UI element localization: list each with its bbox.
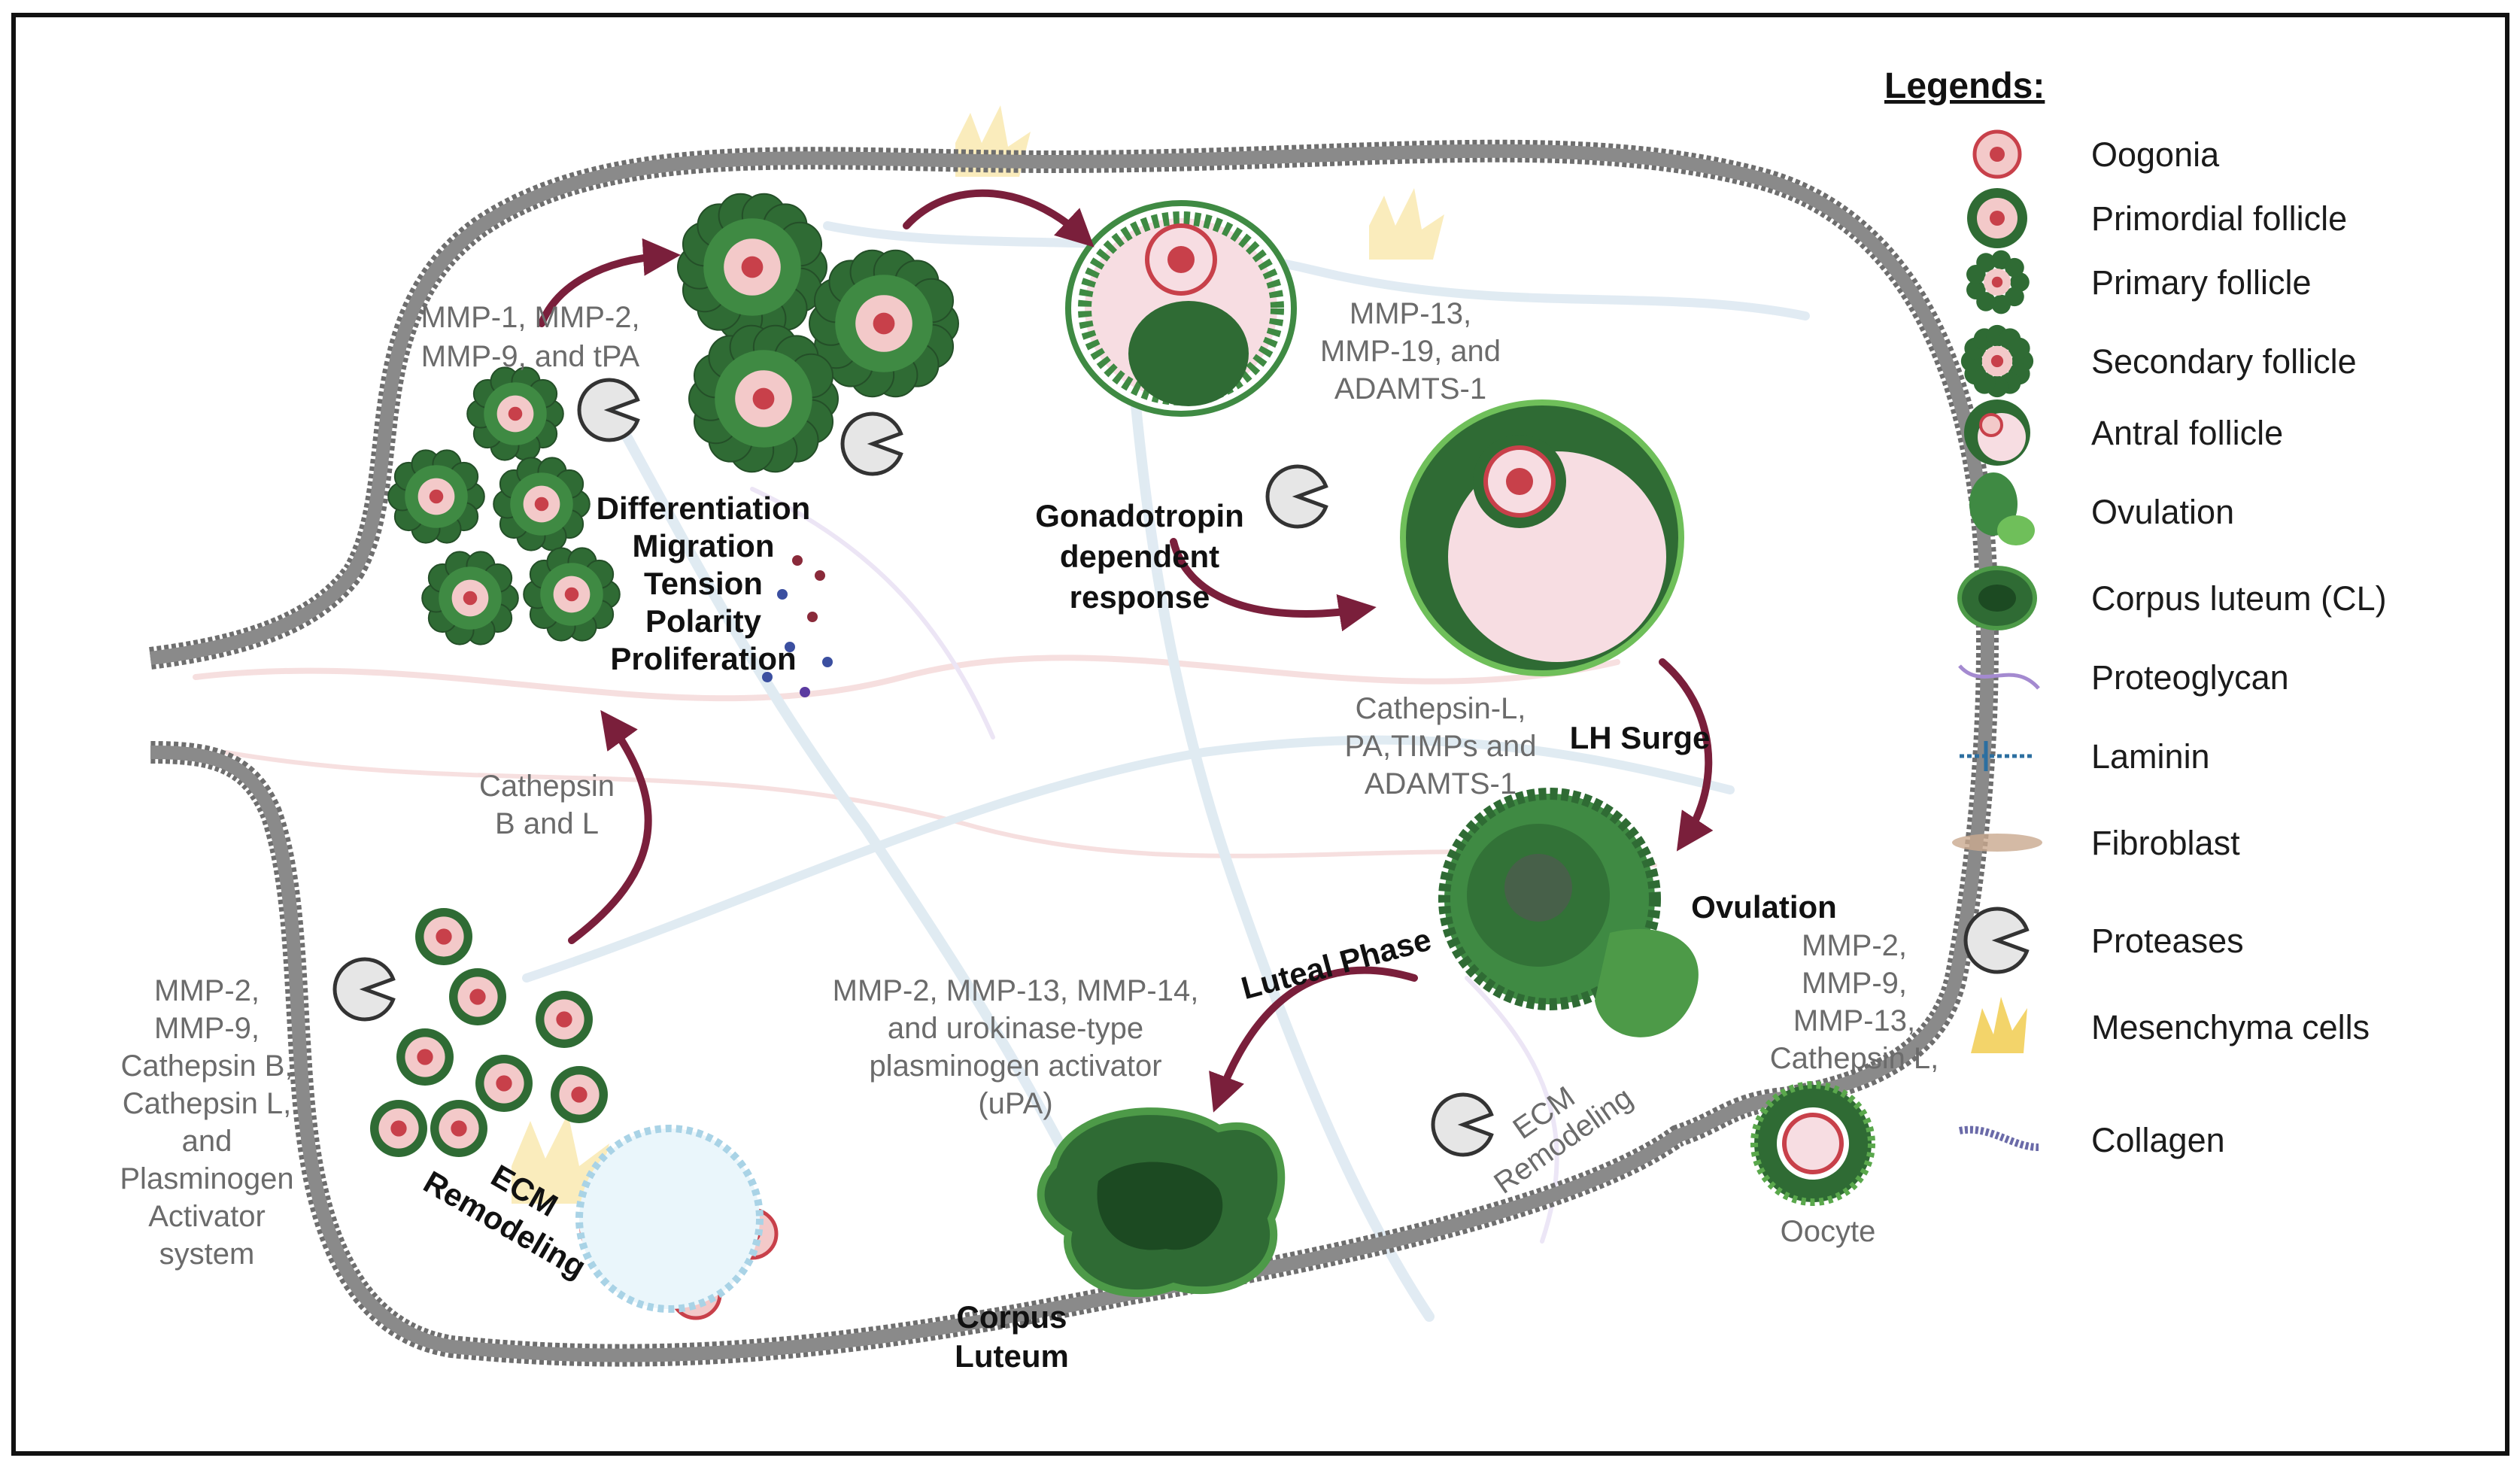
oogonia-icon — [1972, 129, 2022, 179]
laminin-icon — [1960, 741, 2035, 771]
legend-item-8: Proteoglycan — [2091, 658, 2289, 697]
primary-follicle-4 — [421, 551, 519, 645]
protease-2 — [840, 412, 903, 476]
mesenchyma-cell-icon — [1971, 997, 2027, 1053]
primordial-follicle-5 — [475, 1055, 533, 1112]
primordial-follicle-1 — [415, 908, 472, 965]
primordial-follicle-7 — [370, 1100, 427, 1157]
primary-follicle-1 — [466, 366, 564, 461]
primary-follicle-5 — [523, 547, 621, 642]
legend-item-6: Ovulation — [2091, 493, 2234, 531]
arrow-primary-to-antral — [903, 189, 1095, 248]
primordial-follicle-6 — [551, 1066, 608, 1123]
ovulation-icon — [1969, 472, 2035, 545]
primordial-follicle-2 — [449, 968, 506, 1025]
antral-follicle-icon — [1964, 399, 2030, 466]
label-lh-surge: LH Surge — [1570, 720, 1711, 755]
label-mmp-right: MMP-2,MMP-9,MMP-13,Cathepsin L, — [1770, 929, 1939, 1075]
arrow-cathepsin-up — [568, 709, 652, 944]
protease-1 — [577, 378, 640, 442]
protease-5 — [1431, 1092, 1494, 1157]
released-oocyte — [1750, 1081, 1875, 1206]
secondary-follicle-1 — [677, 193, 827, 342]
label-oocyte: Oocyte — [1781, 1215, 1876, 1248]
arrow-gonadotropin — [1170, 538, 1377, 632]
secondary-follicle-2 — [809, 249, 959, 398]
label-ovulation: Ovulation — [1691, 889, 1837, 925]
legend-item-11: Proteases — [2091, 922, 2244, 960]
legend-item-13: Collagen — [2091, 1121, 2225, 1159]
primordial-follicle-icon — [1967, 188, 2027, 248]
primordial-follicle-8 — [430, 1100, 487, 1157]
primary-follicle-2 — [387, 449, 485, 544]
early-antral-follicle — [1065, 200, 1297, 417]
legend-item-5: Antral follicle — [2091, 414, 2283, 452]
primary-follicle-icon — [1966, 250, 2030, 314]
proteoglycan-icon — [1958, 664, 2040, 690]
protease-3 — [1265, 464, 1328, 529]
primary-follicle-3 — [493, 457, 591, 551]
legend-item-3: Primary follicle — [2091, 263, 2312, 302]
legend-item-2: Primordial follicle — [2091, 199, 2347, 238]
legend-item-4: Secondary follicle — [2091, 342, 2357, 381]
antral-follicle-large — [1400, 399, 1684, 676]
arrow-primordial-to-primary — [538, 238, 681, 327]
arrows — [538, 189, 1714, 1113]
background-vessels — [193, 221, 1810, 1322]
legend-item-9: Laminin — [2091, 737, 2210, 776]
corpus-luteum — [1037, 1107, 1286, 1298]
secondary-follicle-icon — [1960, 324, 2034, 398]
protease-group — [332, 378, 1494, 1157]
legend-item-12: Mesenchyma cells — [2091, 1008, 2370, 1046]
legend-item-1: Oogonia — [2091, 135, 2220, 174]
ovulating-follicle — [1438, 788, 1699, 1037]
protease-4 — [332, 957, 396, 1022]
arrow-lh-surge — [1659, 658, 1714, 852]
secondary-follicle-3 — [688, 324, 839, 473]
corpus-luteum-icon — [1957, 566, 2037, 630]
legend-item-10: Fibroblast — [2091, 824, 2240, 862]
signal-dots — [762, 555, 833, 697]
legend-title: Legends: — [1884, 66, 2045, 106]
oogonia-nest — [575, 1125, 764, 1313]
label-mmp-top-left: MMP-1, MMP-2,MMP-9, and tPA — [421, 301, 639, 373]
label-mmp-center: MMP-2, MMP-13, MMP-14,and urokinase-type… — [833, 974, 1199, 1120]
fibroblast-icon — [1952, 834, 2042, 852]
follicle-group — [370, 193, 959, 1320]
primordial-follicle-3 — [536, 991, 593, 1048]
protease-icon — [1963, 907, 2030, 974]
legend-item-7: Corpus luteum (CL) — [2091, 579, 2387, 618]
arrow-luteal-phase — [1209, 966, 1418, 1113]
primordial-follicle-4 — [396, 1028, 454, 1086]
